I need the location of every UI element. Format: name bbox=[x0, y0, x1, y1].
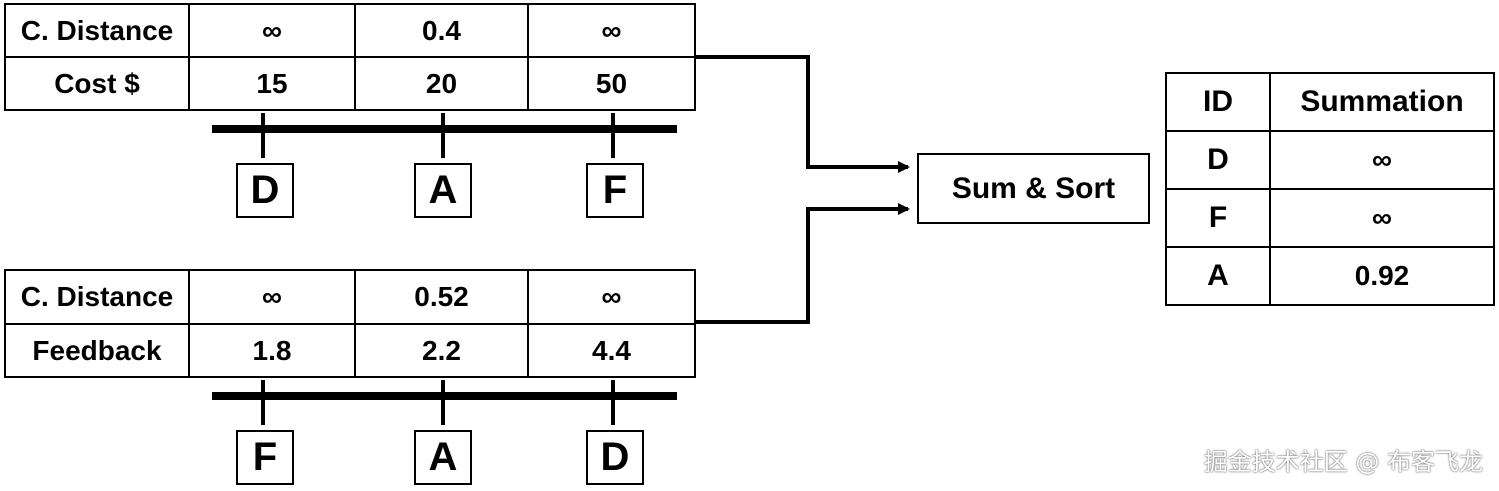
table2-row1-value1: ∞ bbox=[262, 281, 282, 312]
table2-row1-value3: ∞ bbox=[601, 281, 622, 312]
table1-row2-value3: 50 bbox=[595, 67, 628, 99]
arrow-table1-to-sum bbox=[695, 55, 910, 173]
table2-row1-label: C. Distance bbox=[20, 281, 174, 312]
table2-row1-value2: 0.52 bbox=[414, 281, 469, 312]
result-row2-sum: ∞ bbox=[1372, 202, 1392, 233]
table1-row2-value1: 15 bbox=[256, 67, 288, 99]
result-grid bbox=[1165, 72, 1495, 306]
table2-row2-value3: 4.4 bbox=[592, 334, 631, 366]
result-row1-id: D bbox=[1207, 143, 1229, 176]
result-header-id: ID bbox=[1203, 85, 1233, 118]
sum-sort-box: Sum & Sort bbox=[917, 153, 1150, 224]
table1-row1-value2: 0.4 bbox=[422, 14, 461, 46]
table1-node-3: F bbox=[586, 163, 644, 218]
result-row1-sum: ∞ bbox=[1372, 144, 1392, 175]
arrow-table2-to-sum bbox=[695, 203, 910, 324]
result-row3-sum: 0.92 bbox=[1354, 260, 1410, 291]
table1-row2-value2: 20 bbox=[425, 67, 458, 99]
result-row2-id: F bbox=[1208, 201, 1228, 234]
table1-row1-value3: ∞ bbox=[601, 14, 622, 46]
table1-node-1: D bbox=[236, 163, 294, 218]
table1-row1-label: C. Distance bbox=[20, 14, 174, 46]
table1-node-2: A bbox=[414, 163, 472, 218]
table1-axis bbox=[212, 113, 677, 158]
table2-node-1: F bbox=[236, 430, 294, 485]
table1-row2-label: Cost $ bbox=[54, 67, 140, 99]
table2-node-3: D bbox=[586, 430, 644, 485]
table1-row1-value1: ∞ bbox=[262, 14, 282, 46]
table2-axis bbox=[212, 380, 677, 425]
table2-row2-label: Feedback bbox=[32, 334, 162, 366]
table2-row2-value2: 2.2 bbox=[422, 334, 461, 366]
table2-row2-value1: 1.8 bbox=[252, 334, 292, 366]
watermark: 掘金技术社区 @ 布客飞龙 bbox=[1203, 448, 1483, 476]
table2-node-2: A bbox=[414, 430, 472, 485]
result-header-summation: Summation bbox=[1300, 85, 1464, 118]
result-row3-id: A bbox=[1207, 259, 1229, 292]
